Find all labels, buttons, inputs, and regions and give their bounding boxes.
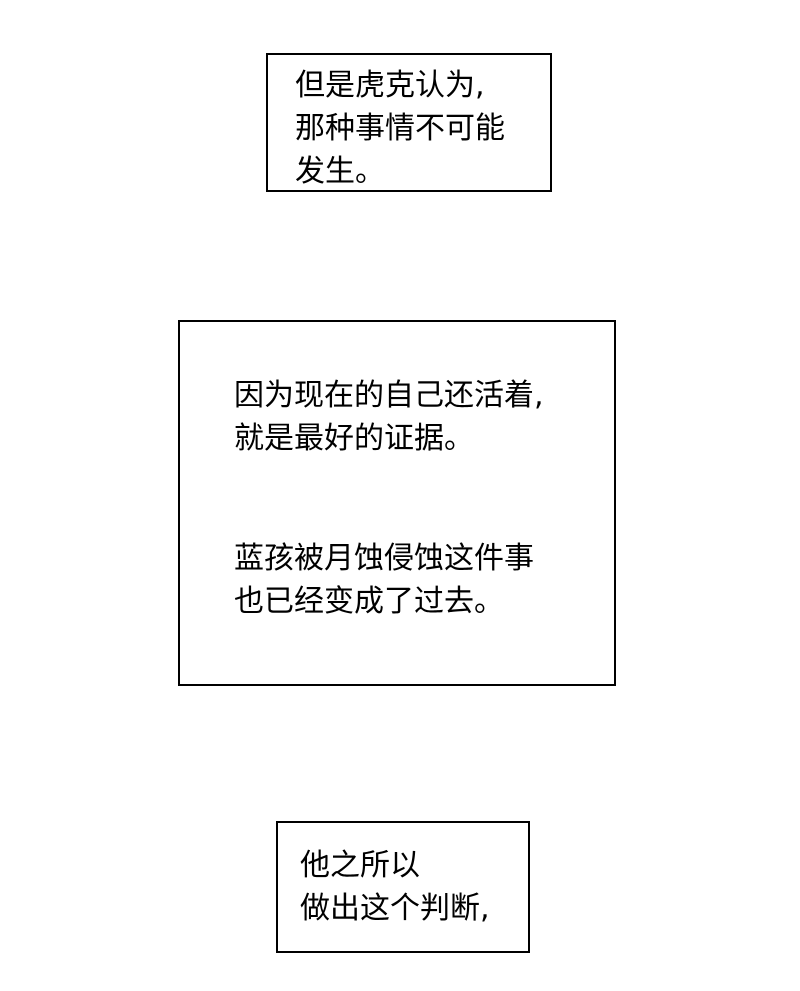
caption-text-1: 但是虎克认为, 那种事情不可能 发生。 — [295, 68, 505, 189]
caption-box-1: 但是虎克认为, 那种事情不可能 发生。 — [266, 53, 552, 192]
caption-box-3: 他之所以 做出这个判断, — [276, 821, 530, 953]
caption-box-2: 因为现在的自己还活着, 就是最好的证据。 蓝孩被月蚀侵蚀这件事 也已经变成了过去… — [178, 320, 616, 686]
caption-text-3: 他之所以 做出这个判断, — [300, 848, 490, 926]
caption-text-2a: 因为现在的自己还活着, 就是最好的证据。 — [234, 378, 544, 456]
caption-text-2b: 蓝孩被月蚀侵蚀这件事 也已经变成了过去。 — [234, 541, 534, 619]
